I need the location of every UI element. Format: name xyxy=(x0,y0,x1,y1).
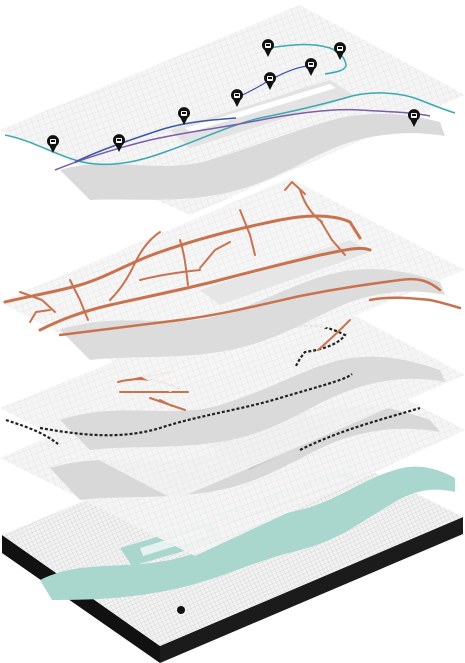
bus-stop-icon xyxy=(264,72,276,90)
rail-and-paths-layer xyxy=(0,286,465,500)
bus-stop-icon xyxy=(305,58,318,76)
transit-line-blue xyxy=(74,117,237,163)
bus-stop-icon xyxy=(178,107,190,125)
transit-texture xyxy=(0,5,465,215)
station-pins xyxy=(47,39,420,153)
base-river xyxy=(40,466,455,600)
railway-line-3 xyxy=(5,406,421,451)
transit-runway xyxy=(185,84,336,132)
road-lines xyxy=(3,181,462,351)
bus-stop-icon xyxy=(47,135,59,153)
road-airport xyxy=(200,240,370,305)
railway-line-1 xyxy=(39,373,353,437)
transit-lines-layer xyxy=(0,5,465,215)
road-network-layer xyxy=(0,178,465,392)
bus-stop-icon xyxy=(177,606,185,614)
bus-stop-icon xyxy=(113,134,125,152)
bus-stop-icon xyxy=(333,42,346,60)
bus-stop-icon xyxy=(231,89,243,107)
rail-river xyxy=(60,356,445,450)
railway-line-2 xyxy=(279,324,347,367)
bus-stop-icon xyxy=(262,39,274,57)
road-river xyxy=(60,269,445,360)
transit-airport xyxy=(170,80,355,148)
transit-river xyxy=(60,113,445,200)
base-edge-right xyxy=(160,517,463,663)
bus-stop-icon xyxy=(408,109,420,127)
transit-line-teal-main xyxy=(4,92,456,166)
